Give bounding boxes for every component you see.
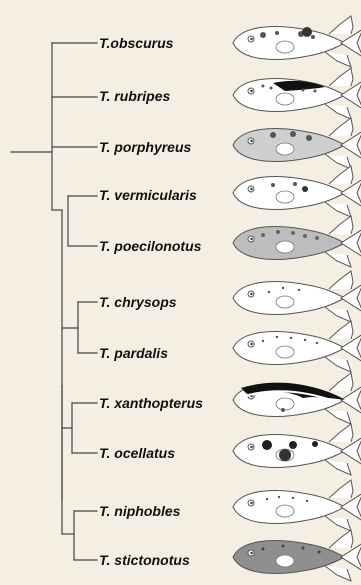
fish-vermicularis xyxy=(233,166,361,217)
species-label: T. ocellatus xyxy=(99,446,175,460)
fish-chrysops xyxy=(233,271,361,322)
fish-stictonotus xyxy=(233,530,361,581)
fish-ocellatus xyxy=(233,424,361,475)
fish-niphobles xyxy=(233,480,361,531)
species-label: T. chrysops xyxy=(99,295,177,309)
fish-poecilonotus xyxy=(233,216,361,267)
species-label: T. rubripes xyxy=(99,89,170,103)
fish-pardalis xyxy=(233,321,361,372)
fish-obscurus xyxy=(233,16,361,67)
fish-rubripes xyxy=(233,68,361,119)
fish-xanthopterus xyxy=(233,373,361,424)
species-label: T. vermicularis xyxy=(99,188,197,202)
species-label: T. stictonotus xyxy=(99,553,190,567)
species-label: T. pardalis xyxy=(99,346,168,360)
fish-porphyreus xyxy=(233,118,361,169)
species-label: T.obscurus xyxy=(99,36,173,50)
species-label: T. porphyreus xyxy=(99,140,191,154)
species-label: T. poecilonotus xyxy=(99,239,201,253)
species-label: T. niphobles xyxy=(99,504,180,518)
species-label: T. xanthopterus xyxy=(99,396,203,410)
